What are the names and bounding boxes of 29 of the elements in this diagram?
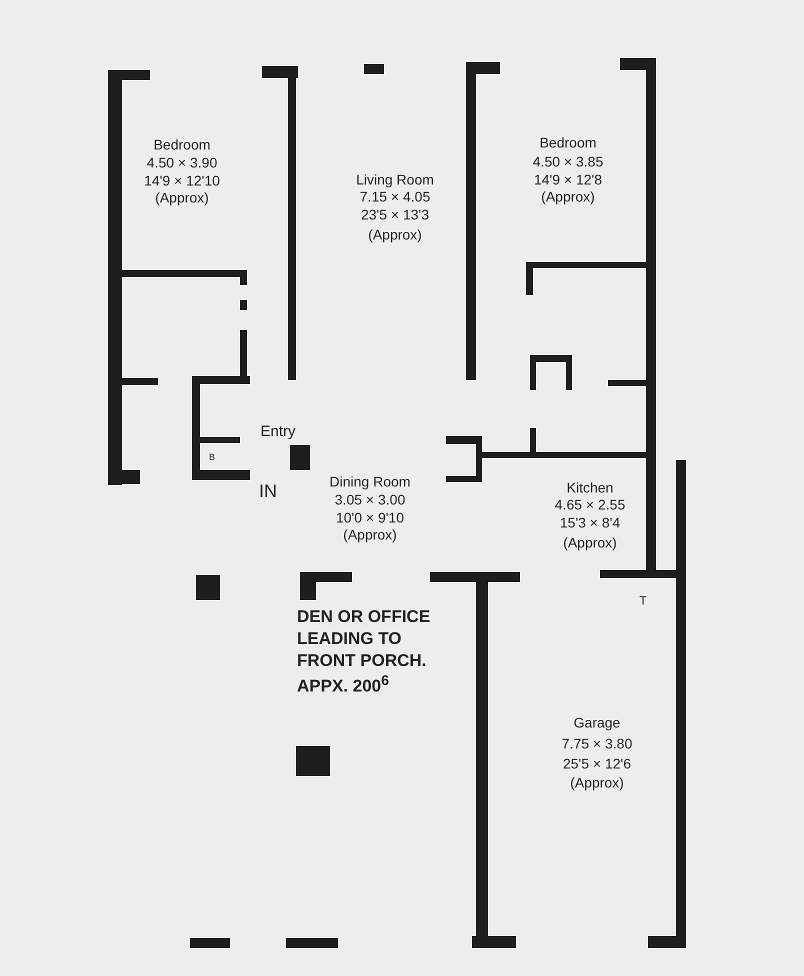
room-dimensions: 25'5 × 12'6 (562, 756, 632, 772)
approx-note: (Approx) (343, 527, 397, 543)
room-dimensions: 14'9 × 12'8 (534, 172, 602, 188)
room-name: Dining Room (330, 474, 410, 490)
room-name: Kitchen (566, 480, 614, 496)
note-text: DEN OR OFFICE LEADING TO FRONT PORCH. APPX. 200$^{6}$ (297, 606, 432, 698)
room-dimensions: 15'3 × 8'4 (560, 515, 620, 531)
room-dimensions: 4.50 × 3.90 (146, 155, 218, 171)
approx-note: (Approx) (563, 535, 617, 551)
room-name: Bedroom (540, 135, 596, 151)
approx-note: (Approx) (541, 189, 595, 205)
room-name: Garage (574, 715, 620, 731)
approx-note: (Approx) (155, 190, 209, 206)
fixture-mark: T (639, 594, 647, 608)
room-name: Entry (260, 424, 296, 440)
room-dimensions: 14'9 × 12'10 (144, 173, 220, 189)
room-name: Bedroom (154, 137, 210, 153)
fixture-mark: B (209, 453, 215, 463)
room-dimensions: 4.50 × 3.85 (532, 154, 604, 170)
room-dimensions: 23'5 × 13'3 (360, 207, 430, 223)
room-name: Living Room (356, 172, 434, 188)
room-dimensions: 7.75 × 3.80 (562, 736, 632, 752)
room-dimensions: 7.15 × 4.05 (360, 189, 430, 205)
approx-note: (Approx) (368, 227, 422, 243)
room-dimensions: 10'0 × 9'10 (336, 510, 404, 526)
approx-note: (Approx) (570, 775, 624, 791)
room-dimensions: 4.65 × 2.55 (554, 497, 626, 513)
entrance-label: IN (259, 482, 277, 502)
room-dimensions: 3.05 × 3.00 (334, 492, 406, 508)
